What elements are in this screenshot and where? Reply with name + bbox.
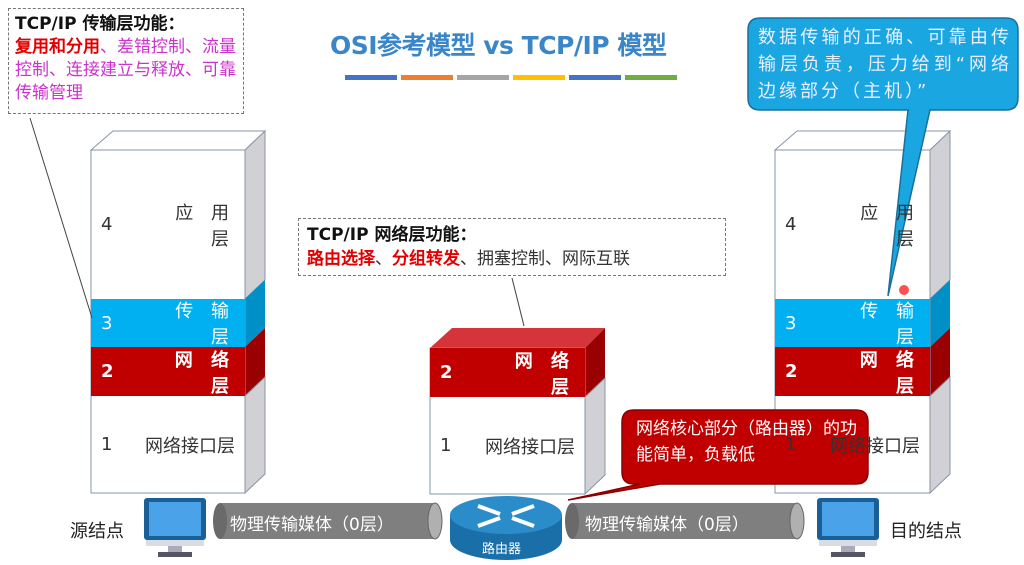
layer-network-interface: 1 网络接口层: [775, 396, 930, 493]
layer-name: 网络接口层: [145, 435, 235, 457]
layer-name: 网络接口层: [830, 435, 920, 457]
layer-name: 传 输 层: [860, 301, 920, 348]
page-title: OSI参考模型 vs TCP/IP 模型: [330, 31, 667, 60]
pointer-dot: [899, 285, 909, 295]
title-stripe: [457, 75, 509, 80]
layer-network: 2 网 络 层: [775, 347, 930, 397]
title-stripe: [625, 75, 677, 80]
source-computer-icon: [144, 498, 206, 557]
layer-transport: 3 传 输 层: [91, 299, 245, 348]
layer-number: 2: [440, 362, 453, 383]
title-stripe: [401, 75, 453, 80]
layer-network: 2 网 络 层: [430, 348, 585, 398]
callout-text: 、拥塞控制、网际互联: [460, 249, 630, 269]
medium-label-right: 物理传输媒体（0层）: [585, 515, 749, 535]
dest-node-label: 目的结点: [890, 521, 962, 542]
title-stripe: [345, 75, 397, 80]
dest-computer-icon: [817, 498, 879, 557]
router-label: 路由器: [482, 542, 522, 557]
callout-text: 、: [375, 249, 392, 269]
router-icon: [450, 496, 562, 560]
layer-network-interface: 1 网络接口层: [430, 397, 585, 494]
title-stripe: [569, 75, 621, 80]
layer-number: 1: [785, 434, 797, 455]
callout-highlight: 路由选择: [307, 249, 375, 269]
callout-heading: TCP/IP 传输层功能：: [15, 14, 185, 34]
router-stack-3d: [429, 328, 606, 496]
layer-name: 网络接口层: [485, 436, 575, 458]
callout-text: 、差错控制、流量控制、连接建立与释放、可靠传输管理: [15, 37, 236, 103]
source-node-label: 源结点: [70, 521, 124, 542]
layer-name: 网 络 层: [174, 349, 235, 397]
layer-number: 3: [785, 312, 797, 334]
layer-name: 传 输 层: [175, 301, 235, 348]
layer-number: 1: [440, 435, 452, 456]
network-callout-line: [511, 277, 525, 327]
transport-function-callout: TCP/IP 传输层功能： 复用和分用、差错控制、流量控制、连接建立与释放、可靠…: [8, 8, 244, 114]
layer-application: 4 应 用 层: [775, 150, 930, 299]
callout-highlight: 分组转发: [392, 249, 460, 269]
layer-network: 2 网 络 层: [91, 347, 245, 397]
layer-name: 应 用 层: [175, 202, 235, 250]
callout-heading: TCP/IP 网络层功能：: [307, 225, 477, 245]
medium-tube-left: [213, 502, 443, 540]
edge-bubble-text: 数据传输的正确、可靠由传输层负责，压力给到“网络边缘部分（主机）”: [758, 27, 1012, 102]
layer-network-interface: 1 网络接口层: [91, 396, 245, 493]
layer-name: 网 络 层: [859, 349, 920, 397]
layer-name: 应 用 层: [860, 202, 920, 250]
layer-number: 4: [785, 214, 797, 235]
layer-number: 3: [101, 312, 113, 334]
medium-tube-right: [565, 502, 805, 540]
core-bubble-shape: [567, 409, 869, 501]
medium-label-left: 物理传输媒体（0层）: [230, 515, 394, 535]
layer-application: 4 应 用 层: [91, 150, 245, 299]
source-host-stack-3d: [89, 129, 267, 495]
layer-transport: 3 传 输 层: [775, 299, 930, 348]
transport-callout-line: [29, 117, 93, 319]
layer-name: 网 络 层: [514, 350, 575, 398]
layer-number: 2: [101, 361, 114, 382]
layer-number: 4: [101, 214, 113, 235]
layer-number: 2: [785, 361, 798, 382]
edge-bubble-shape: [747, 17, 1019, 297]
core-bubble-text: 网络核心部分（路由器）的功能简单，负载低: [636, 419, 857, 465]
callout-highlight: 复用和分用: [15, 37, 100, 57]
layer-number: 1: [101, 434, 113, 455]
title-stripe: [513, 75, 565, 80]
network-function-callout: TCP/IP 网络层功能： 路由选择、分组转发、拥塞控制、网际互联: [298, 218, 726, 276]
